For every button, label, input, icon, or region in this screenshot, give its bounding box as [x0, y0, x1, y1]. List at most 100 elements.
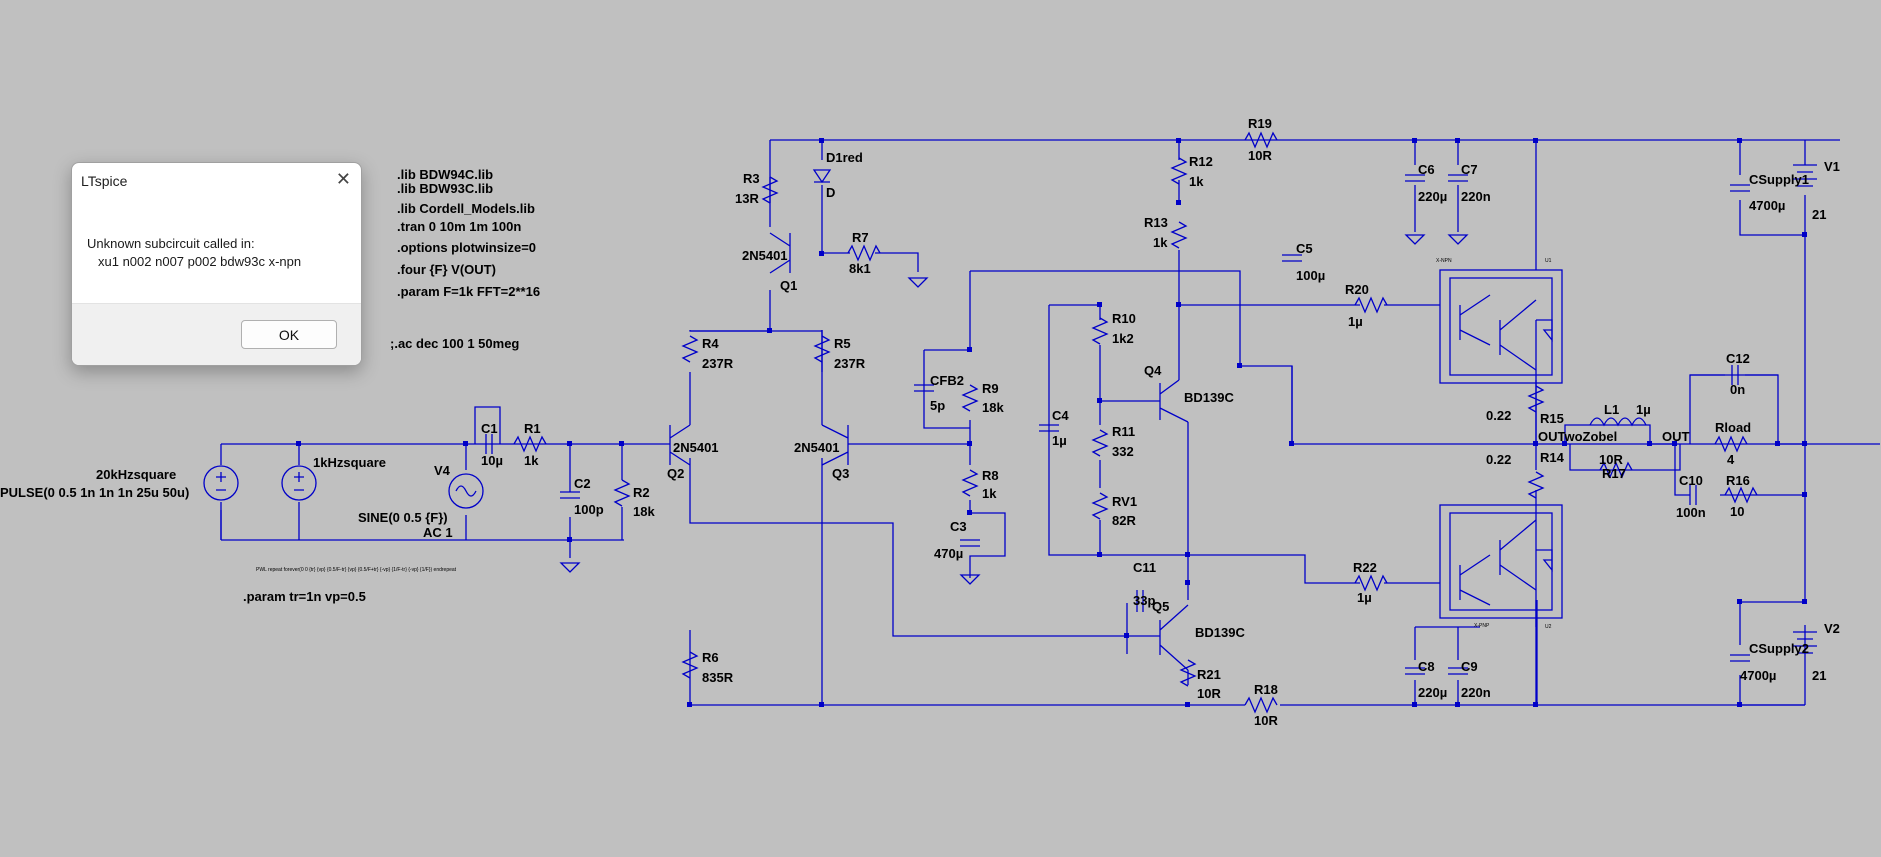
- label-20khz: 20kHzsquare: [96, 467, 176, 482]
- transistor-q4[interactable]: [1159, 379, 1189, 423]
- label-r22-value: 1µ: [1357, 590, 1372, 605]
- label-v4-ac: AC 1: [423, 525, 453, 540]
- capacitor-c6[interactable]: [1405, 174, 1425, 182]
- label-r3: R3: [743, 171, 760, 186]
- label-q5: Q5: [1152, 599, 1169, 614]
- resistor-r19[interactable]: [1244, 131, 1278, 149]
- battery-v1[interactable]: [1793, 164, 1817, 187]
- source-1khz[interactable]: [281, 465, 317, 501]
- capacitor-c9[interactable]: [1448, 667, 1468, 675]
- capacitor-c11[interactable]: [1136, 590, 1144, 612]
- label-d1-part: D: [826, 185, 835, 200]
- label-r5-value: 237R: [834, 356, 866, 371]
- label-v4-value: SINE(0 0.5 {F}): [358, 510, 448, 525]
- source-v4[interactable]: [448, 473, 484, 509]
- resistor-r6[interactable]: [681, 651, 699, 679]
- label-c1-value: 10µ: [481, 453, 503, 468]
- resistor-r3[interactable]: [761, 176, 779, 204]
- inductor-l1[interactable]: [1589, 417, 1647, 427]
- resistor-r10[interactable]: [1091, 317, 1109, 345]
- resistor-r2[interactable]: [613, 479, 631, 507]
- dialog-message: Unknown subcircuit called in: xu1 n002 n…: [87, 235, 301, 271]
- label-d1: D1red: [826, 150, 863, 165]
- spice-directives[interactable]: .lib BDW94C.lib .lib BDW93C.lib .lib Cor…: [243, 167, 540, 604]
- resistor-r4[interactable]: [681, 335, 699, 363]
- resistor-r5[interactable]: [813, 335, 831, 363]
- label-c10: C10: [1679, 473, 1703, 488]
- label-r19-value: 10R: [1248, 148, 1272, 163]
- directive-four: .four {F} V(OUT): [397, 262, 496, 277]
- label-cfb2: CFB2: [930, 373, 964, 388]
- transistor-q5[interactable]: [1159, 604, 1189, 671]
- label-csupply1: CSupply1: [1749, 172, 1809, 187]
- capacitor-c4[interactable]: [1039, 424, 1059, 432]
- label-r17: R17: [1602, 466, 1626, 481]
- dialog-message-line1: Unknown subcircuit called in:: [87, 236, 255, 251]
- capacitor-csupply1[interactable]: [1730, 184, 1750, 192]
- label-q3-model: 2N5401: [794, 440, 840, 455]
- led-d1[interactable]: [812, 169, 832, 184]
- directive-lib-bdw94c: .lib BDW94C.lib: [397, 167, 493, 182]
- label-r18-value: 10R: [1254, 713, 1278, 728]
- directive-lib-cordell: .lib Cordell_Models.lib: [397, 201, 535, 216]
- directive-ac-commented: ;.ac dec 100 1 50meg: [390, 336, 519, 351]
- capacitor-c3[interactable]: [960, 539, 980, 547]
- capacitor-c2[interactable]: [560, 491, 580, 499]
- source-20khz[interactable]: [203, 465, 239, 501]
- transistor-q3[interactable]: [821, 424, 849, 466]
- battery-v2[interactable]: [1793, 631, 1817, 654]
- capacitor-c12[interactable]: [1731, 365, 1739, 385]
- resistor-r8[interactable]: [961, 469, 979, 497]
- transistor-q2[interactable]: [669, 424, 691, 466]
- label-r9-value: 18k: [982, 400, 1004, 415]
- close-icon[interactable]: ✕: [335, 169, 351, 189]
- resistor-r16[interactable]: [1724, 486, 1758, 504]
- capacitor-csupply2[interactable]: [1730, 654, 1750, 662]
- label-u2: U2: [1545, 624, 1552, 630]
- resistor-r13[interactable]: [1170, 221, 1188, 249]
- resistor-r7[interactable]: [847, 244, 881, 262]
- resistor-r11[interactable]: [1091, 429, 1109, 457]
- resistor-r20[interactable]: [1354, 296, 1388, 314]
- resistor-r21[interactable]: [1179, 659, 1197, 687]
- label-r10-value: 1k2: [1112, 331, 1134, 346]
- label-q2: Q2: [667, 466, 684, 481]
- resistor-r14[interactable]: [1527, 471, 1545, 499]
- label-c6: C6: [1418, 162, 1435, 177]
- pwl-note: PWL repeat forever(0 0 {tr} {vp} {0.5/F-…: [256, 567, 457, 573]
- label-v1-value: 21: [1812, 207, 1826, 222]
- capacitor-c1[interactable]: [485, 434, 493, 454]
- label-c10-value: 100n: [1676, 505, 1706, 520]
- darlington-u1[interactable]: [1439, 269, 1563, 384]
- resistor-r12[interactable]: [1170, 157, 1188, 185]
- resistor-r9[interactable]: [961, 384, 979, 412]
- resistor-r18[interactable]: [1244, 696, 1278, 714]
- label-csupply2: CSupply2: [1749, 641, 1809, 656]
- capacitor-c7[interactable]: [1448, 174, 1468, 182]
- capacitor-c5[interactable]: [1282, 254, 1302, 262]
- label-q3: Q3: [832, 466, 849, 481]
- resistor-r1[interactable]: [513, 435, 547, 453]
- label-c11-value: 33p: [1133, 593, 1155, 608]
- darlington-u2[interactable]: [1439, 504, 1563, 619]
- label-r13: R13: [1144, 215, 1168, 230]
- label-r15: R15: [1540, 411, 1564, 426]
- resistor-rv1[interactable]: [1091, 492, 1109, 520]
- label-c7: C7: [1461, 162, 1478, 177]
- resistor-r22[interactable]: [1354, 574, 1388, 592]
- resistor-r17[interactable]: [1599, 461, 1633, 479]
- label-q4-model: BD139C: [1184, 390, 1234, 405]
- label-r12: R12: [1189, 154, 1213, 169]
- label-r22: R22: [1353, 560, 1377, 575]
- capacitor-c10[interactable]: [1689, 485, 1697, 505]
- transistor-q1[interactable]: [769, 232, 791, 274]
- label-c4-value: 1µ: [1052, 433, 1067, 448]
- label-v4: V4: [434, 463, 451, 478]
- resistor-r15[interactable]: [1527, 385, 1545, 413]
- resistor-rload[interactable]: [1714, 435, 1748, 453]
- dialog-title: LTspice: [81, 173, 128, 189]
- capacitor-c8[interactable]: [1405, 667, 1425, 675]
- capacitor-cfb2[interactable]: [914, 384, 934, 392]
- ok-button[interactable]: OK: [241, 320, 337, 349]
